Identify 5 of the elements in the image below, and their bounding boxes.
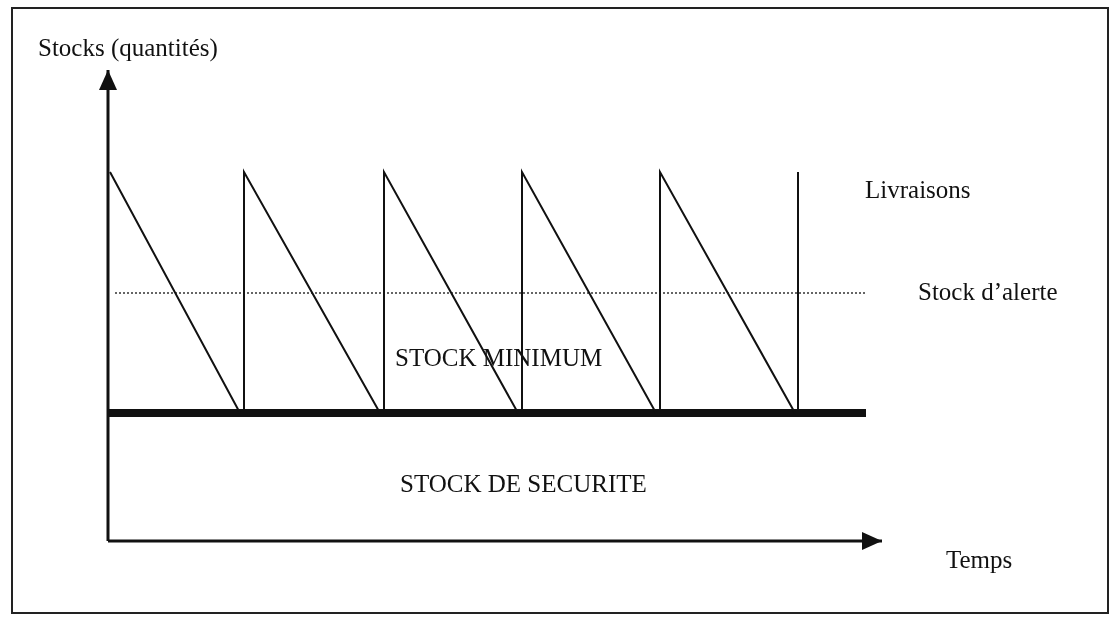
axis-title: Temps [946,546,1013,574]
axis-title: Stocks (quantités) [38,34,218,62]
delivery-label: Livraisons [865,176,971,204]
alert-stock-label: Stock d’alerte [918,278,1058,306]
safety-stock-label: STOCK DE SECURITE [400,470,647,498]
